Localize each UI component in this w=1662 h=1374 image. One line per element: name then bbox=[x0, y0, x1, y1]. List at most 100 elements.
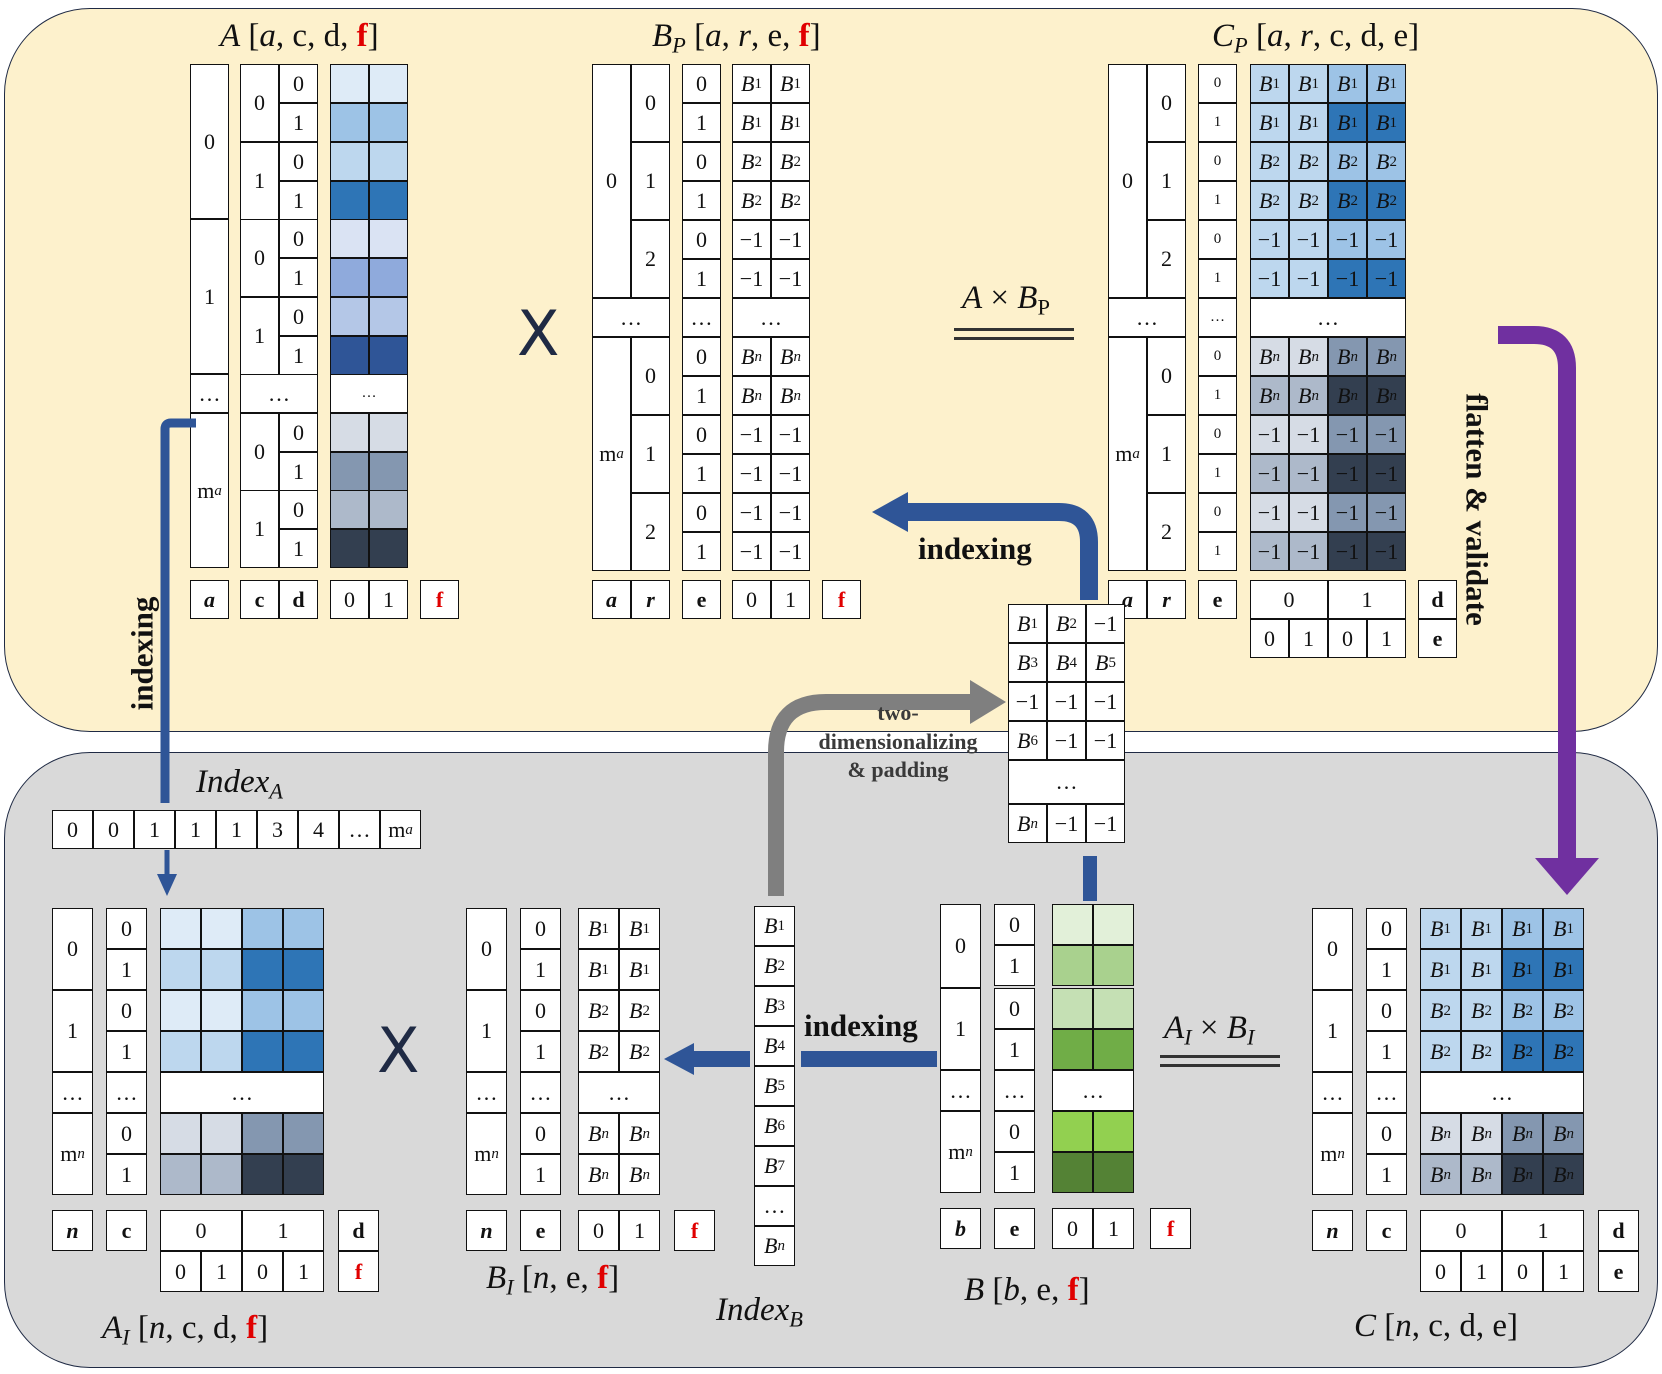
cp-values-ellipsis: … bbox=[1250, 298, 1406, 337]
cp-e-index: 1 bbox=[1198, 103, 1237, 142]
bp-e-index: 0 bbox=[682, 415, 721, 454]
index-a-value: 4 bbox=[298, 810, 339, 849]
c-n-0: 0 bbox=[1312, 908, 1353, 990]
c-index: 1 bbox=[240, 297, 279, 375]
a-value-cell bbox=[369, 258, 408, 297]
ai-c-index: 1 bbox=[106, 949, 147, 990]
bi-e-index: 1 bbox=[520, 1154, 561, 1195]
cp-value-cell: −1 bbox=[1289, 415, 1328, 454]
ai-value-cell bbox=[160, 1154, 201, 1195]
bp-axis-f-0: 0 bbox=[732, 580, 771, 619]
b-axis-f-1: 1 bbox=[1093, 1208, 1134, 1249]
ai-c-ellipsis: … bbox=[106, 1072, 147, 1113]
a-value-cell bbox=[330, 297, 369, 336]
cp-e-index: 0 bbox=[1198, 415, 1237, 454]
b-index-0: 0 bbox=[940, 904, 981, 988]
b-value-cell bbox=[1093, 1111, 1134, 1152]
bi-axis-f-0: 0 bbox=[578, 1210, 619, 1251]
bp-value-cell: −1 bbox=[732, 454, 771, 493]
ai-n-1: 1 bbox=[52, 990, 93, 1072]
index-a-value: 1 bbox=[216, 810, 257, 849]
ai-axis-f-val: 0 bbox=[160, 1251, 201, 1292]
bp-e-index: 0 bbox=[682, 64, 721, 103]
bgrid-cell: −1 bbox=[1047, 682, 1086, 721]
a-index-1: 1 bbox=[190, 219, 229, 374]
ai-axis-f-val: 1 bbox=[201, 1251, 242, 1292]
ai-c-index: 0 bbox=[106, 908, 147, 949]
d-index: 0 bbox=[279, 142, 318, 181]
cp-e-index: 1 bbox=[1198, 454, 1237, 493]
ai-axis-label-f: f bbox=[338, 1251, 379, 1292]
b-value-cell bbox=[1093, 945, 1134, 986]
c-n-ellipsis: … bbox=[1312, 1072, 1353, 1113]
cp-r-index: 1 bbox=[1147, 142, 1186, 220]
ai-axis-d-0: 0 bbox=[160, 1210, 242, 1251]
b-value-cell bbox=[1052, 1029, 1093, 1070]
title-c: C [n, c, d, e] bbox=[1354, 1308, 1519, 1344]
cp-value-cell: −1 bbox=[1289, 454, 1328, 493]
b-values-ellipsis: … bbox=[1052, 1070, 1134, 1111]
cp-axis-e: e bbox=[1198, 580, 1237, 619]
bgrid-cell: −1 bbox=[1047, 721, 1086, 760]
label-indexing-left: indexing bbox=[124, 596, 160, 711]
ai-axis-n: n bbox=[52, 1210, 93, 1251]
b-e-ellipsis: … bbox=[994, 1070, 1035, 1111]
bp-value-cell: −1 bbox=[771, 493, 810, 532]
axis-label-d: d bbox=[279, 580, 318, 619]
cp-axis-r: r bbox=[1147, 580, 1186, 619]
bp-value-cell: −1 bbox=[771, 220, 810, 259]
label-two-dimensionalizing: two- dimensionalizing & padding bbox=[808, 699, 988, 785]
bp-e-index: 1 bbox=[682, 103, 721, 142]
cp-r-index: 0 bbox=[1147, 64, 1186, 142]
ai-value-cell bbox=[201, 1113, 242, 1154]
title-a: A [a, c, d, f] bbox=[220, 18, 379, 54]
bp-e-index: 1 bbox=[682, 376, 721, 415]
a-value-cell bbox=[330, 103, 369, 142]
bp-axis-a: a bbox=[592, 580, 631, 619]
equation-a-times-bp: A × BP bbox=[962, 280, 1050, 320]
cp-r-index: 1 bbox=[1147, 415, 1186, 493]
b-axis-f-0: 0 bbox=[1052, 1208, 1093, 1249]
bp-values-ellipsis: … bbox=[732, 298, 810, 337]
cp-value-cell: −1 bbox=[1250, 532, 1289, 571]
d-index: 0 bbox=[279, 219, 318, 258]
bp-value-cell: −1 bbox=[771, 259, 810, 298]
c-values-ellipsis: … bbox=[1420, 1072, 1584, 1113]
cp-axis-d-1: 1 bbox=[1328, 580, 1406, 619]
cp-e-index: 1 bbox=[1198, 376, 1237, 415]
b-e-index: 1 bbox=[994, 1029, 1035, 1070]
ai-value-cell bbox=[201, 1154, 242, 1195]
a-index-ellipsis: … bbox=[190, 374, 229, 413]
bp-value-cell: −1 bbox=[771, 454, 810, 493]
a-value-cell bbox=[330, 181, 369, 220]
cp-value-cell: −1 bbox=[1367, 493, 1406, 532]
d-index: 1 bbox=[279, 258, 318, 297]
b-value-cell bbox=[1093, 988, 1134, 1029]
bi-n-1: 1 bbox=[466, 990, 507, 1072]
